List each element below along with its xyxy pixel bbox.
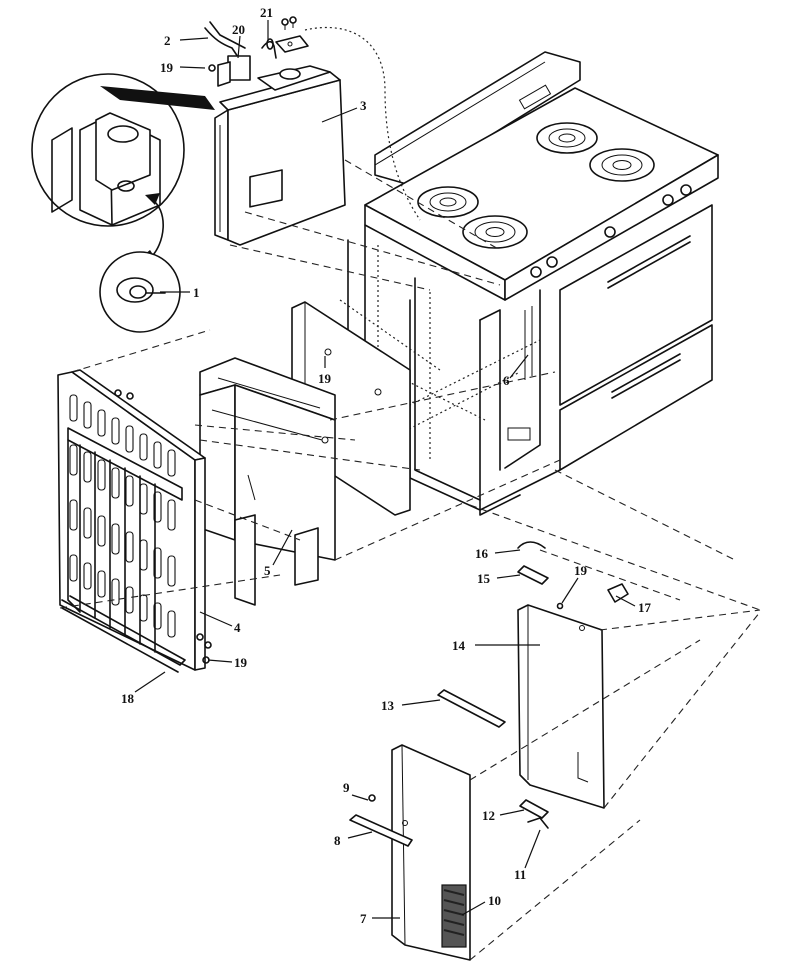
control-knob bbox=[530, 266, 542, 278]
callout-15: 15 bbox=[477, 571, 491, 586]
callout-9: 9 bbox=[343, 780, 350, 795]
callout-4: 4 bbox=[234, 620, 241, 635]
range-body bbox=[347, 51, 719, 516]
back-panel-assembly bbox=[214, 65, 346, 246]
callout-19-lower-left: 19 bbox=[234, 655, 248, 670]
callout-21: 21 bbox=[260, 5, 273, 20]
vent-slots bbox=[69, 394, 176, 638]
kick-panel bbox=[517, 604, 605, 809]
callout-14: 14 bbox=[452, 638, 466, 653]
callout-2: 2 bbox=[164, 33, 171, 48]
callout-7: 7 bbox=[360, 911, 367, 926]
burner bbox=[462, 215, 528, 249]
rear-panel bbox=[57, 369, 212, 673]
callout-10: 10 bbox=[488, 893, 501, 908]
callout-11: 11 bbox=[514, 867, 526, 882]
panel-handle bbox=[67, 427, 183, 501]
leader-lines bbox=[134, 20, 636, 919]
control-knob bbox=[546, 256, 558, 268]
callouts: 2 20 21 19 3 1 19 6 5 4 19 18 16 15 19 1… bbox=[121, 5, 652, 926]
callout-20: 20 bbox=[232, 22, 245, 37]
inset-magnified-view bbox=[31, 73, 215, 262]
callout-17: 17 bbox=[638, 600, 652, 615]
callout-6: 6 bbox=[503, 373, 510, 388]
control-knob bbox=[662, 194, 674, 206]
callout-19-middle: 19 bbox=[318, 371, 332, 386]
callout-12: 12 bbox=[482, 808, 495, 823]
callout-13: 13 bbox=[381, 698, 395, 713]
hardware-set bbox=[349, 541, 629, 847]
burner bbox=[589, 148, 655, 182]
side-panel bbox=[199, 301, 411, 606]
control-knob bbox=[680, 184, 692, 196]
control-knob bbox=[604, 226, 616, 238]
callout-8: 8 bbox=[334, 833, 341, 848]
callout-3: 3 bbox=[360, 98, 367, 113]
callout-18: 18 bbox=[121, 691, 135, 706]
callout-16: 16 bbox=[475, 546, 489, 561]
igniter-detail-circle bbox=[99, 251, 181, 333]
callout-19-right: 19 bbox=[574, 563, 588, 578]
callout-19-top: 19 bbox=[160, 60, 174, 75]
callout-5: 5 bbox=[264, 563, 271, 578]
callout-1: 1 bbox=[193, 285, 200, 300]
burner bbox=[536, 122, 598, 154]
igniter-bracket bbox=[204, 16, 309, 87]
side-filler-panel bbox=[391, 744, 471, 961]
